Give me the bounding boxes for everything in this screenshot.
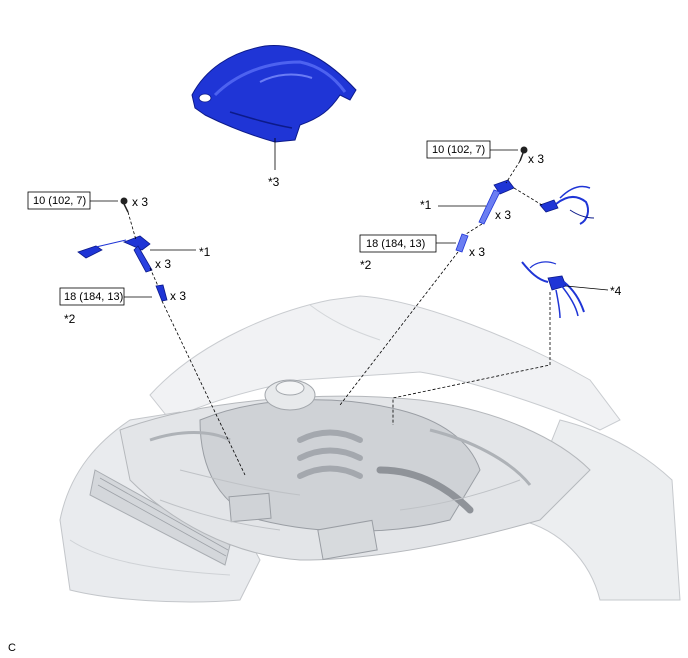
torque-spec-bolt-left: 10 (102, 7)	[27, 191, 91, 210]
qty-coil-left: x 3	[155, 257, 171, 271]
torque-spec-plug-left: 18 (184, 13)	[59, 287, 125, 306]
callout-wire-harness: *4	[610, 284, 622, 298]
qty-plug-right: x 3	[469, 245, 485, 259]
torque-value: 10 (102, 7)	[432, 144, 485, 156]
bolt-right	[519, 146, 528, 162]
leader-lines	[90, 138, 609, 298]
right-parts	[455, 146, 595, 319]
callout-ignition-coil-right: *1	[420, 198, 432, 212]
connector-left	[77, 245, 103, 259]
vehicle-engine-bay	[59, 295, 681, 603]
torque-value: 10 (102, 7)	[33, 195, 86, 207]
left-parts	[77, 197, 168, 302]
ignition-coil-left	[122, 235, 153, 273]
wire-harness	[521, 261, 585, 319]
qty-plug-left: x 3	[170, 289, 186, 303]
spark-plug-left	[155, 284, 168, 302]
torque-value: 18 (184, 13)	[64, 291, 123, 303]
qty-bolt-left: x 3	[132, 195, 148, 209]
bolt-left	[120, 197, 129, 213]
engine-cover	[191, 44, 357, 143]
callout-ignition-coil-left: *1	[199, 245, 211, 259]
torque-spec-bolt-right: 10 (102, 7)	[426, 140, 491, 159]
spark-plug-right	[455, 233, 469, 253]
torque-spec-plug-right: 18 (184, 13)	[359, 234, 437, 253]
callout-engine-cover: *3	[268, 175, 280, 189]
connector-right	[539, 185, 595, 225]
torque-value: 18 (184, 13)	[366, 238, 425, 250]
figure-code: C	[8, 642, 16, 654]
qty-coil-right: x 3	[495, 208, 511, 222]
qty-bolt-right: x 3	[528, 152, 544, 166]
callout-spark-plug-right: *2	[360, 258, 372, 272]
dashed-install-lines	[127, 160, 551, 476]
callout-spark-plug-left: *2	[64, 312, 76, 326]
